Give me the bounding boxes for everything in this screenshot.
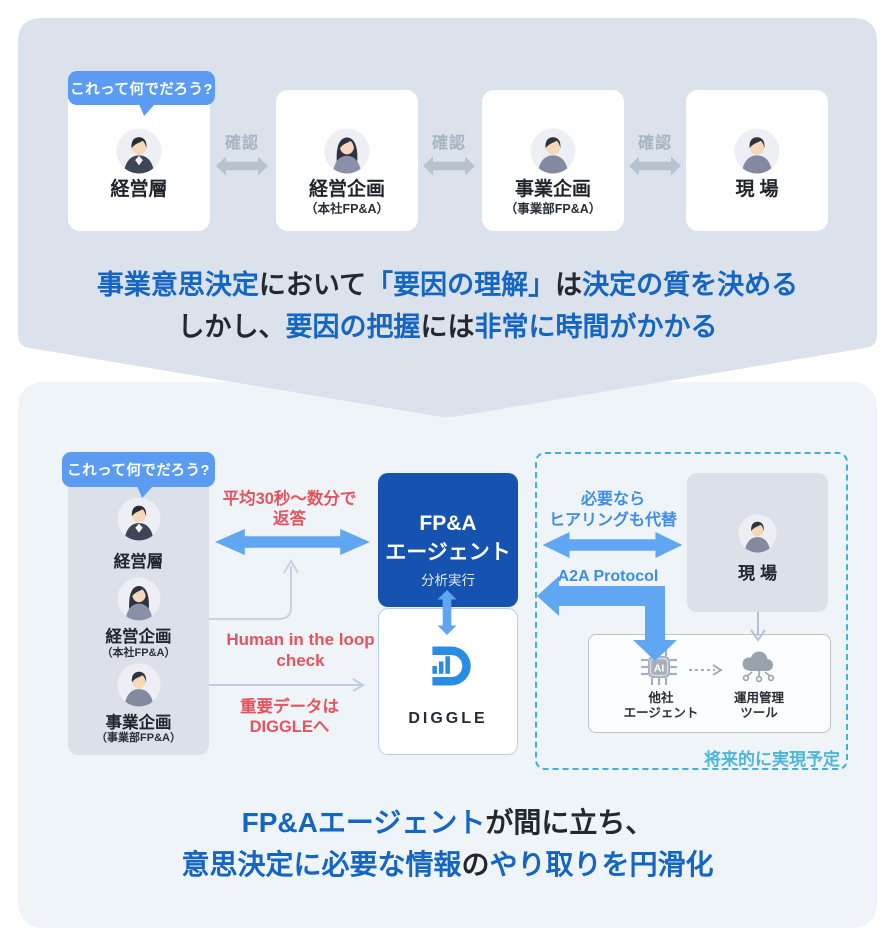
note-line: Human in the loop [226,630,375,649]
ops-tool-label: 運用管理 ツール [699,691,819,721]
headline-segment: は [555,270,583,300]
top-headline-line1: 事業意思決定において「要因の理解」は決定の質を決める [0,268,895,302]
avatar-male-suit-icon [116,128,162,174]
headline-segment: 非常に時間がかかる [474,312,718,342]
agent-title: FP&A [419,512,477,535]
diggle-wordmark: DIGGLE [408,710,488,727]
avatar-male-icon [117,663,161,707]
top-headline-line2: しかし、要因の把握には非常に時間がかかる [0,310,895,344]
avatar-female-icon [324,128,370,174]
headline-segment: の [461,849,490,880]
headline-segment: において [258,270,367,300]
actor-label: 現場 [738,564,782,583]
actor-label: 事業企画 [105,714,172,732]
hearing-note: 必要なら ヒアリングも代替 [527,489,699,531]
other-agent-label: 他社 エージェント [601,691,721,721]
headline-segment: 決定の質を決める [582,270,799,300]
label-line: 運用管理 [733,691,784,705]
actor-card-jigyokikaku: 事業企画 （事業部FP&A） [482,90,624,231]
note-line: 返答 [273,510,306,528]
actor-label: 経営層 [113,553,164,571]
avatar-male-icon [734,128,780,174]
confirm-connector: 確認 [419,129,479,177]
actor-label: 経営企画 [105,628,172,646]
bottom-headline-line2: 意思決定に必要な情報のやり取りを円滑化 [0,848,895,882]
actor-label: 経営企画 [308,179,385,200]
label-line: エージェント [623,706,699,720]
future-note: 将来的に実現予定 [704,750,840,769]
actor-label: 現場 [735,179,784,200]
note-line: check [276,651,325,670]
avatar-female-icon [117,577,161,621]
genba-to-tools-arrow [750,612,766,642]
response-time-note: 平均30秒〜数分で 返答 [202,489,377,529]
avatar-male-suit-icon [117,497,161,541]
actor-card-keieikikaku: 経営企画 （本社FP&A） [276,90,418,231]
bottom-headline-line1: FP&Aエージェントが間に立ち、 [0,806,895,840]
important-data-note: 重要データは DIGGLEへ [202,697,377,737]
actor-card-genba: 現場 [686,90,828,231]
headline-segment: 「要因の理解」 [366,270,556,300]
note-line: 平均30秒〜数分で [222,490,357,508]
headline-segment: 意思決定に必要な情報 [181,849,462,880]
data-to-diggle-arrow [209,678,365,692]
future-dashed-box [535,452,848,770]
note-line: 重要データは [240,698,339,716]
note-line: DIGGLEへ [249,718,330,736]
confirm-label: 確認 [637,135,672,152]
headline-segment: が間に立ち、 [485,807,654,838]
fpa-agent-box: FP&A エージェント 分析実行 [378,473,518,607]
question-bubble-top: これって何でだろう? [68,71,215,105]
double-arrow-agent-genba [540,530,685,560]
agent-title: エージェント [385,541,511,564]
actor-card-keieiso: 経営層 [68,90,210,231]
headline-segment: しかし、 [177,312,286,342]
a2a-protocol-label: A2A Protocol [557,568,659,585]
note-line: 必要なら [580,491,645,508]
actor-label: 事業企画 [514,179,591,200]
confirm-connector: 確認 [212,129,272,177]
question-bubble-bottom: これって何でだろう? [62,452,215,487]
double-arrow-icon [422,155,476,177]
double-arrow-icon [215,155,269,177]
dashed-arrow-icon [689,664,723,676]
double-arrow-agent-diggle [436,589,458,636]
hitl-note: Human in the loop check [208,629,393,671]
actor-sublabel: （事業部FP&A） [96,732,181,744]
ai-chip-text: AI [654,663,665,675]
avatar-male-icon [530,128,576,174]
confirm-label: 確認 [224,135,259,152]
genba-card: 現場 [687,473,828,612]
hitl-connector-arrow [209,559,299,620]
headline-segment: 要因の把握 [285,312,421,342]
double-arrow-users-agent [212,527,373,557]
confirm-label: 確認 [431,135,466,152]
note-line: ヒアリングも代替 [548,512,677,529]
actor-label: 経営層 [110,179,168,200]
headline-segment: には [420,312,475,342]
external-tools-box: AI 他社 エージェント 運用管理 ツール [588,634,831,733]
actor-sublabel: （事業部FP&A） [504,202,602,216]
cloud-tool-icon [742,651,775,683]
avatar-male-icon [738,514,777,553]
diggle-logo-icon [432,646,471,686]
actor-sublabel: （本社FP&A） [304,202,390,216]
a2a-elbow-arrow [537,576,677,661]
stakeholders-card: 経営層 経営企画 （本社FP&A） 事業企画 （事業部FP&A） [68,472,209,755]
label-line: ツール [740,706,778,720]
confirm-connector: 確認 [625,129,685,177]
label-line: 他社 [648,691,674,705]
actor-sublabel: （本社FP&A） [101,647,176,659]
agent-subtitle: 分析実行 [421,573,475,588]
headline-segment: FP&Aエージェント [241,807,486,838]
headline-segment: やり取りを円滑化 [489,849,714,880]
headline-segment: 事業意思決定 [96,270,259,300]
double-arrow-icon [628,155,682,177]
